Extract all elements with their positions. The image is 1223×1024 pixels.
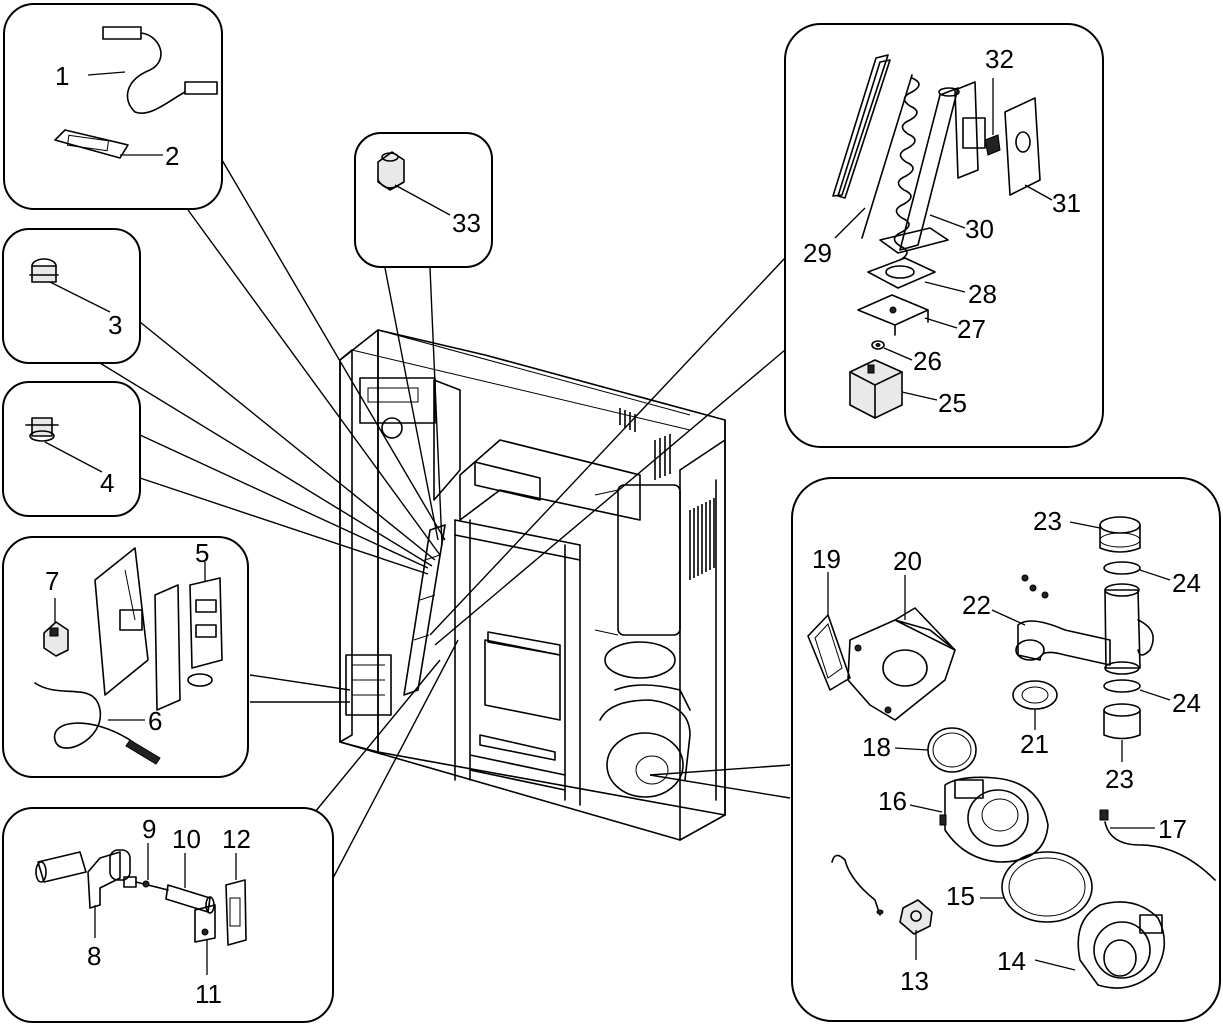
auger-motor-part-25: [849, 359, 903, 419]
label-12: 12: [222, 824, 251, 854]
label-6: 6: [148, 706, 162, 736]
label-27: 27: [957, 314, 986, 344]
igniter-tube-part-8: [35, 849, 131, 909]
flue-elbow-part-22: [1015, 574, 1154, 675]
label-23-bottom: 23: [1105, 764, 1134, 794]
fan-housing-part-16: [939, 776, 1049, 863]
label-5: 5: [195, 538, 209, 568]
auger-brush-part-32: [984, 134, 1001, 156]
panel-wiring-display: 1 2: [3, 3, 223, 210]
switch-part-7: [43, 621, 69, 657]
label-26: 26: [913, 346, 942, 376]
label-21: 21: [1020, 729, 1049, 759]
label-20: 20: [893, 546, 922, 576]
label-24-top: 24: [1172, 568, 1201, 598]
label-2: 2: [165, 141, 179, 171]
igniter-bracket-part-11: [194, 904, 216, 943]
exhaust-fan-part-14: [1077, 901, 1166, 989]
label-23-top: 23: [1033, 506, 1062, 536]
bushing-part-26: [871, 340, 885, 350]
control-board-part-5: [94, 547, 223, 711]
display-panel-part-2: [54, 129, 129, 159]
panel-electronics: 7 5 6: [2, 536, 249, 778]
label-4: 4: [100, 468, 114, 498]
pipe-adapter-part-23-top: [1099, 516, 1141, 553]
panel-auger: 29 30 32 31 28: [784, 23, 1104, 448]
label-25: 25: [938, 388, 967, 418]
panel-igniter: 8 9 10 11 12: [2, 807, 334, 1023]
panel-fan: 19 20 18 16: [791, 477, 1221, 1022]
label-16: 16: [878, 786, 907, 816]
thermostat-part-3: [29, 258, 59, 283]
label-31: 31: [1052, 188, 1081, 218]
sensor-cable-part-6: [34, 682, 161, 765]
panel-pressure-switch: 33: [354, 132, 493, 268]
igniter-gasket-part-12: [225, 879, 247, 946]
label-28: 28: [968, 279, 997, 309]
label-19: 19: [812, 544, 841, 574]
seal-ring-part-24-bottom: [1103, 679, 1141, 693]
panel-thermostat-3: 3: [2, 228, 141, 364]
pressure-sensor-part-13: [831, 854, 933, 935]
mounting-gasket-part-28: [867, 257, 936, 289]
label-9: 9: [142, 814, 156, 844]
auger-gasket-part-31: [1004, 97, 1041, 196]
label-13: 13: [900, 966, 929, 996]
gasket-part-19: [807, 614, 851, 691]
seal-ring-part-24-top: [1103, 561, 1141, 575]
label-14: 14: [997, 946, 1026, 976]
label-15: 15: [946, 881, 975, 911]
pressure-switch-part-33: [377, 151, 405, 191]
igniter-wire-part-9: [123, 876, 169, 891]
motor-plate-part-27: [857, 294, 929, 336]
wiring-harness-part-1: [102, 26, 218, 114]
label-18: 18: [862, 732, 891, 762]
label-22: 22: [962, 590, 991, 620]
label-10: 10: [172, 824, 201, 854]
label-29: 29: [803, 238, 832, 268]
label-33: 33: [452, 208, 481, 238]
auger-screw-part-29: [832, 54, 920, 261]
thermostat-part-4: [25, 417, 59, 442]
side-grill: [619, 408, 715, 580]
label-3: 3: [108, 310, 122, 340]
label-7: 7: [45, 566, 59, 596]
stove-assembly: [339, 329, 726, 841]
label-1: 1: [55, 61, 69, 91]
label-17: 17: [1158, 814, 1187, 844]
panel-thermostat-4: 4: [2, 381, 141, 517]
label-30: 30: [965, 214, 994, 244]
label-24-bottom: 24: [1172, 688, 1201, 718]
label-11: 11: [195, 979, 222, 1009]
temperature-probe-part-17: [1099, 809, 1216, 881]
leader-lines: [94, 159, 791, 881]
pipe-adapter-part-23-bottom: [1103, 703, 1141, 740]
fan-gasket-part-15: [1001, 851, 1093, 923]
label-32: 32: [985, 44, 1014, 74]
auger-tube-part-30: [879, 81, 986, 254]
label-8: 8: [87, 941, 101, 971]
